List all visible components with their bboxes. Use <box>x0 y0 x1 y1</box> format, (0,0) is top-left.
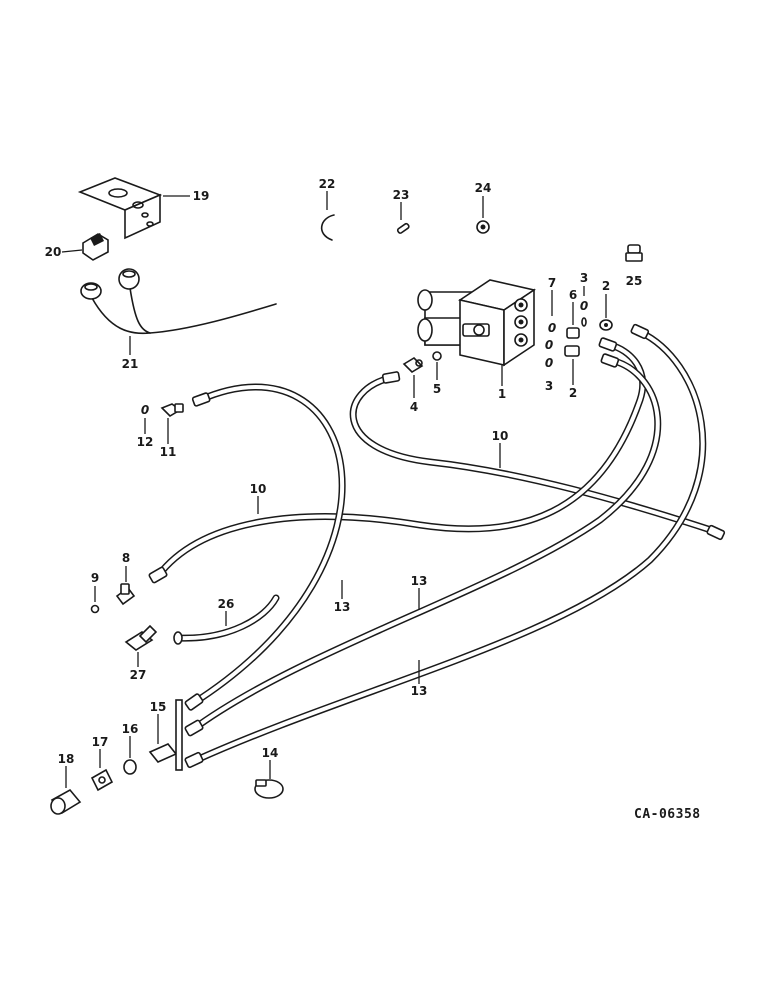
callout-3-bottom: 3 <box>545 379 553 393</box>
callout-26: 26 <box>218 597 235 611</box>
callout-9: 9 <box>91 571 99 585</box>
callout-6: 6 <box>569 288 577 302</box>
o-mark-3-mid: 0 <box>545 338 553 352</box>
callout-labels: 1 2 2 3 3 4 5 6 7 8 9 10 10 11 12 13 13 … <box>45 177 643 766</box>
cap-18 <box>50 788 82 815</box>
callout-21: 21 <box>122 357 139 371</box>
callout-7: 7 <box>548 276 556 290</box>
callout-13-middle: 13 <box>411 574 428 588</box>
fitting-2-top <box>599 319 613 331</box>
leader-lines <box>61 191 607 788</box>
callout-23: 23 <box>393 188 410 202</box>
hose-10-lower <box>154 341 647 580</box>
elbow-27 <box>124 624 158 651</box>
o-ring-5 <box>432 351 442 361</box>
o-ring-marks: 0 0 0 0 0 <box>141 299 588 417</box>
fitting-6 <box>566 327 580 339</box>
callout-2-bottom: 2 <box>569 386 577 400</box>
elbow-11 <box>160 403 184 418</box>
callout-2-top: 2 <box>602 279 610 293</box>
callout-25: 25 <box>626 274 643 288</box>
callout-14: 14 <box>262 746 279 760</box>
callout-12: 12 <box>137 435 154 449</box>
callout-3-top: 3 <box>580 271 588 285</box>
clamp-14 <box>254 779 284 799</box>
callout-4: 4 <box>410 400 418 414</box>
callout-16: 16 <box>122 722 139 736</box>
hose-10-upper <box>349 374 724 537</box>
hose-end-fittings <box>148 323 726 769</box>
callout-13-lower: 13 <box>411 684 428 698</box>
callout-18: 18 <box>58 752 75 766</box>
hose-13-middle <box>188 356 662 734</box>
adapter-17 <box>90 768 114 792</box>
callout-27: 27 <box>130 668 147 682</box>
o-mark-3-top: 0 <box>580 299 588 313</box>
switch <box>82 233 109 261</box>
callout-10-right: 10 <box>492 429 509 443</box>
callout-11: 11 <box>160 445 177 459</box>
callout-15: 15 <box>150 700 167 714</box>
o-ring-16 <box>123 759 137 775</box>
wiring-harness <box>80 268 277 335</box>
hose-13-lower <box>188 328 707 766</box>
o-mark-3-low: 0 <box>545 356 553 370</box>
o-ring-9 <box>90 604 100 614</box>
callout-10-left: 10 <box>250 482 267 496</box>
callout-1: 1 <box>498 387 506 401</box>
o-rings-small <box>581 317 587 327</box>
hose-13-left <box>188 383 346 708</box>
bracket <box>77 177 163 240</box>
o-mark-12: 0 <box>141 403 149 417</box>
fitting-2-bottom <box>564 345 580 357</box>
plug <box>625 244 643 262</box>
adapter-8 <box>115 583 136 606</box>
callout-22: 22 <box>319 177 336 191</box>
pin <box>396 222 410 234</box>
hose-26 <box>173 594 280 645</box>
callout-20: 20 <box>45 245 62 259</box>
valve-block <box>417 279 536 367</box>
callout-5: 5 <box>433 382 441 396</box>
nut <box>476 220 490 234</box>
snap-ring <box>320 214 335 241</box>
callout-13-left: 13 <box>334 600 351 614</box>
reference-code: CA-06358 <box>634 807 701 822</box>
o-mark-7: 0 <box>548 321 556 335</box>
callout-17: 17 <box>92 735 109 749</box>
fitting-4 <box>402 356 424 374</box>
callout-24: 24 <box>475 181 492 195</box>
callout-8: 8 <box>122 551 130 565</box>
callout-19: 19 <box>193 189 210 203</box>
tee-15 <box>148 699 183 771</box>
